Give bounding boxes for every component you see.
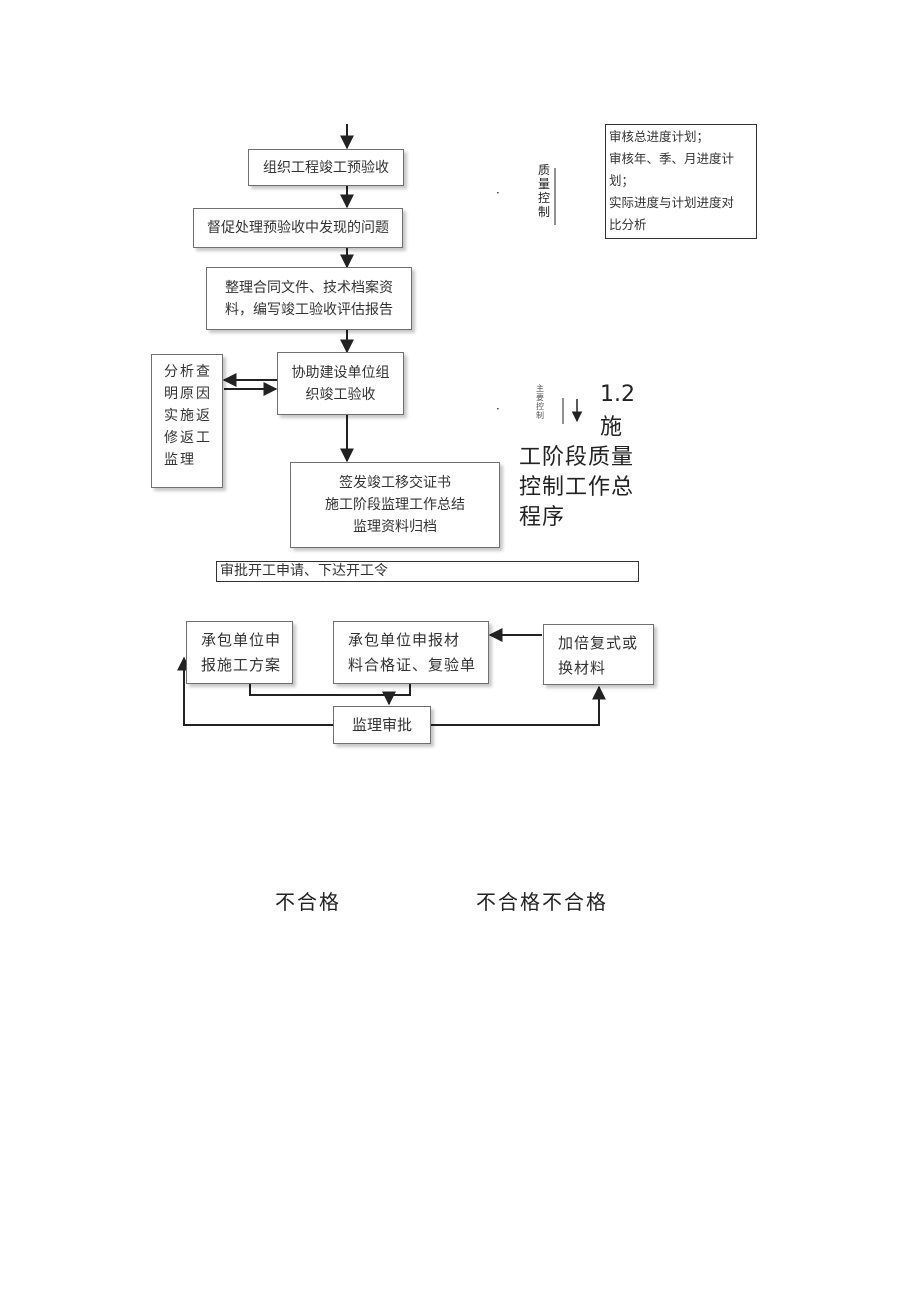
box-contractor-plan: 承包单位申 报施工方案 — [186, 621, 293, 684]
schedule-line2: 审核年、季、月进度计 — [609, 151, 735, 166]
box-final-handover: 签发竣工移交证书 施工阶段监理工作总结 监理资料归档 — [290, 462, 500, 548]
box-contractor-material-line2: 料合格证、复验单 — [348, 656, 477, 674]
bar-start-approval-text: 审批开工申请、下达开工令 — [220, 563, 388, 579]
box-analyze-line2: 明原因 — [164, 386, 212, 402]
section-heading-line2: 工阶段质量 — [519, 445, 635, 470]
box-compile-docs-line1: 整理合同文件、技术档案资 — [225, 279, 393, 296]
box-final-line3: 监理资料归档 — [353, 519, 437, 535]
box-analyze-line5: 监理 — [164, 452, 196, 468]
box-final-line2: 施工阶段监理工作总结 — [325, 497, 465, 513]
box-supervisor-approval-text: 监理审批 — [351, 716, 412, 734]
section-heading-line1: 施 — [600, 415, 623, 440]
schedule-line4: 实际进度与计划进度对 — [609, 195, 735, 210]
box-urge-fix-issues: 督促处理预验收中发现的问题 — [193, 208, 403, 248]
box-analyze-rework: 分析查 明原因 实施返 修返工 监理 — [151, 354, 223, 488]
schedule-line1: 审核总进度计划； — [609, 129, 710, 144]
box-organize-pre-acceptance-text: 组织工程竣工预验收 — [263, 159, 389, 176]
box-final-line1: 签发竣工移交证书 — [339, 475, 451, 491]
box-contractor-material: 承包单位申报材 料合格证、复验单 — [333, 621, 489, 684]
label-unqualified-left: 不合格 — [275, 890, 341, 914]
box-double-test-line1: 加倍复式或 — [558, 634, 639, 652]
box-contractor-plan-line1: 承包单位申 — [201, 631, 282, 649]
box-urge-fix-issues-text: 督促处理预验收中发现的问题 — [207, 220, 389, 236]
label-unqualified-right: 不合格不合格 — [476, 890, 608, 914]
schedule-line5: 比分析 — [609, 217, 647, 232]
section-heading-number: 1.2 — [600, 382, 635, 407]
box-double-test-line2: 换材料 — [558, 659, 607, 677]
line-material-to-approval — [389, 684, 411, 696]
section-heading-line4: 程序 — [519, 505, 566, 530]
box-contractor-plan-line2: 报施工方案 — [201, 656, 282, 674]
stray-dot-2: · — [496, 402, 500, 416]
line-plan-to-approval — [249, 684, 389, 696]
arrow-approval-to-plan — [177, 656, 333, 726]
stray-dot-1: · — [496, 186, 500, 200]
vertical-label-quality: 质量控制 — [537, 163, 550, 219]
vertical-label-small: 主要控制 — [536, 384, 544, 420]
arrow-approval-to-double — [431, 685, 606, 726]
box-schedule-review: 审核总进度计划； 审核年、季、月进度计 划； 实际进度与计划进度对 比分析 — [605, 124, 757, 239]
box-supervisor-approval: 监理审批 — [333, 706, 431, 744]
box-contractor-material-line1: 承包单位申报材 — [348, 631, 461, 649]
box-analyze-line1: 分析查 — [164, 364, 212, 380]
bar-start-approval: 审批开工申请、下达开工令 — [216, 561, 639, 582]
section-heading-line3: 控制工作总 — [519, 475, 635, 500]
box-assist-acceptance-line1: 协助建设单位组 — [291, 364, 390, 381]
schedule-line3: 划； — [609, 173, 635, 188]
box-analyze-line3: 实施返 — [164, 408, 212, 424]
box-assist-acceptance-line2: 织竣工验收 — [305, 386, 376, 403]
box-compile-docs-line2: 料，编写竣工验收评估报告 — [225, 301, 393, 318]
box-organize-pre-acceptance: 组织工程竣工预验收 — [248, 149, 404, 186]
box-assist-acceptance: 协助建设单位组 织竣工验收 — [277, 352, 404, 415]
box-analyze-line4: 修返工 — [164, 430, 212, 446]
box-double-test: 加倍复式或 换材料 — [543, 624, 654, 685]
box-compile-docs: 整理合同文件、技术档案资 料，编写竣工验收评估报告 — [206, 267, 412, 330]
